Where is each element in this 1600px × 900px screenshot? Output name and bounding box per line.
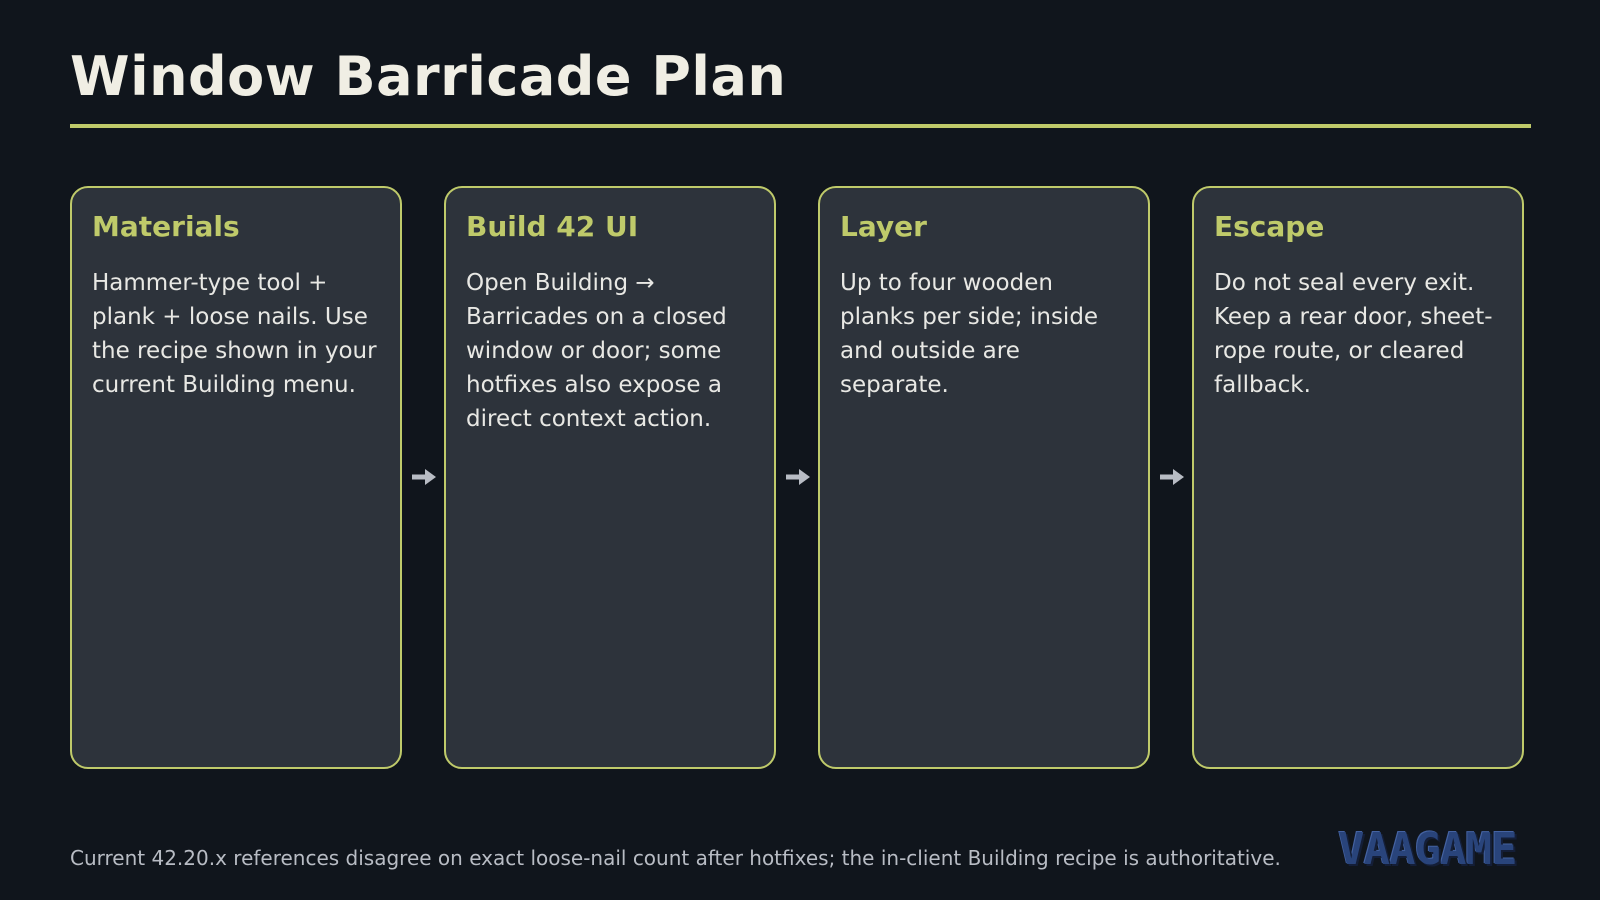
step-title: Materials bbox=[92, 210, 240, 243]
arrow-right-icon bbox=[412, 469, 436, 485]
title-divider bbox=[70, 124, 1531, 128]
step-body: Open Building → Barricades on a closed w… bbox=[466, 269, 727, 432]
step-card-build-ui: Build 42 UI Open Building → Barricades o… bbox=[444, 186, 776, 769]
page-title: Window Barricade Plan bbox=[70, 45, 787, 108]
arrow-right-icon bbox=[786, 469, 810, 485]
footer-note: Current 42.20.x references disagree on e… bbox=[70, 846, 1281, 870]
step-body: Do not seal every exit. Keep a rear door… bbox=[1214, 269, 1493, 398]
step-card-layer: Layer Up to four wooden planks per side;… bbox=[818, 186, 1150, 769]
brand-logo: VAAGAME bbox=[1338, 824, 1517, 875]
step-title: Layer bbox=[840, 210, 927, 243]
arrow-right-icon bbox=[1160, 469, 1184, 485]
step-title: Escape bbox=[1214, 210, 1325, 243]
step-body: Hammer-type tool + plank + loose nails. … bbox=[92, 269, 377, 398]
step-body: Up to four wooden planks per side; insid… bbox=[840, 269, 1099, 398]
step-card-escape: Escape Do not seal every exit. Keep a re… bbox=[1192, 186, 1524, 769]
step-title: Build 42 UI bbox=[466, 210, 639, 243]
step-card-materials: Materials Hammer-type tool + plank + loo… bbox=[70, 186, 402, 769]
